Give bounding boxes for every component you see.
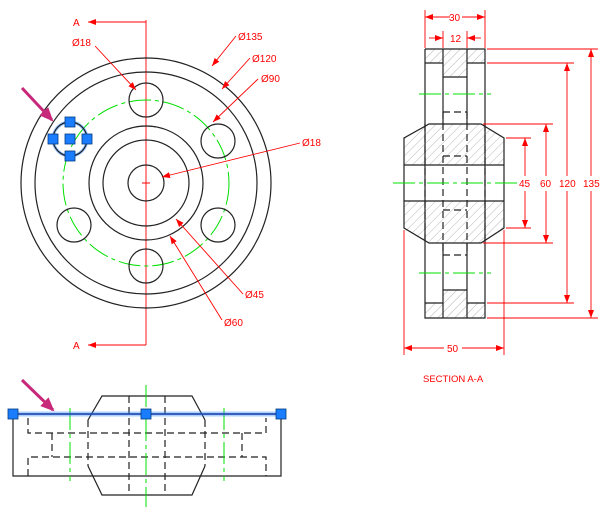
dim-120: 120 <box>559 179 576 190</box>
pointer-arrow-icon <box>20 378 55 412</box>
dim-width-12: 12 <box>450 34 462 45</box>
section-title: SECTION A-A <box>423 374 484 385</box>
dim-hub-inner-label: Ø45 <box>245 290 264 301</box>
bolt-hole[interactable] <box>128 82 164 118</box>
pointer-arrow-icon <box>20 86 54 122</box>
dim-rim-label: Ø120 <box>252 54 277 65</box>
hub-inner-circle[interactable] <box>102 139 190 227</box>
dim-hole-label: Ø18 <box>72 38 91 49</box>
hub-outer-circle[interactable] <box>88 125 204 241</box>
bore-circle[interactable] <box>127 164 165 202</box>
dim-bolt-circle-label: Ø90 <box>261 74 280 85</box>
front-view: A A Ø18 Ø135 Ø120 Ø90 Ø18 Ø45 Ø60 <box>20 18 321 352</box>
rim-inner-circle[interactable] <box>34 71 258 295</box>
dim-bore-label: Ø18 <box>302 138 321 149</box>
edge-grips[interactable] <box>7 408 287 420</box>
section-view: 30 12 50 45 60 120 135 SECTION A-A <box>393 10 600 385</box>
dim-45: 45 <box>519 179 531 190</box>
dim-width-50: 50 <box>447 344 459 355</box>
dim-hub-outer-label: Ø60 <box>224 318 243 329</box>
bolt-hole[interactable] <box>128 248 164 284</box>
dim-60: 60 <box>540 179 552 190</box>
section-marker-bottom: A <box>73 341 80 352</box>
dim-outer-label: Ø135 <box>238 32 263 43</box>
bolt-circle-centerline[interactable] <box>62 99 230 267</box>
selection-grips[interactable] <box>47 116 93 162</box>
section-marker-top: A <box>73 18 80 29</box>
outer-circle[interactable] <box>20 57 272 309</box>
bolt-hole[interactable] <box>200 123 236 159</box>
bolt-hole[interactable] <box>56 207 92 243</box>
bolt-hole[interactable] <box>200 207 236 243</box>
dim-width-30: 30 <box>449 13 461 24</box>
bottom-view <box>7 378 287 507</box>
dim-135: 135 <box>583 179 600 190</box>
